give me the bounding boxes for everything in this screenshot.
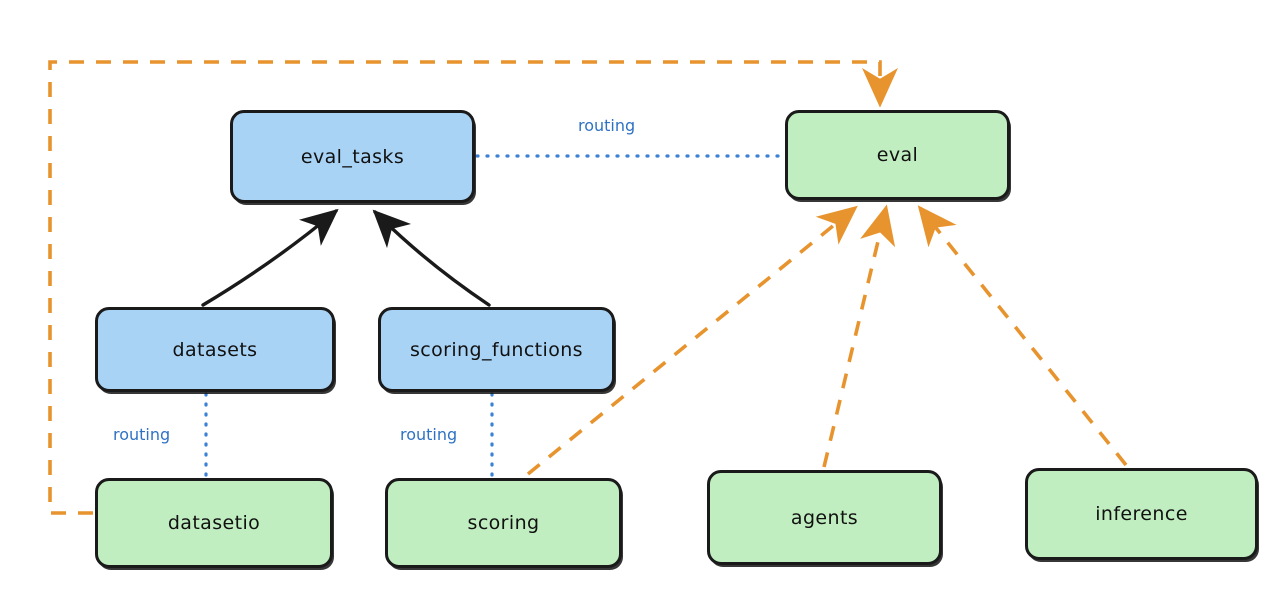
node-eval-tasks[interactable]: eval_tasks bbox=[230, 110, 475, 203]
node-agents[interactable]: agents bbox=[707, 470, 942, 565]
node-label: datasets bbox=[172, 338, 258, 361]
edge-label-routing-eval: routing bbox=[578, 116, 636, 135]
edge-label-routing-scoring: routing bbox=[400, 425, 458, 444]
edge-datasets-to-eval-tasks bbox=[201, 208, 339, 307]
node-datasetio[interactable]: datasetio bbox=[95, 478, 333, 568]
node-inference[interactable]: inference bbox=[1025, 468, 1258, 560]
node-label: scoring_functions bbox=[410, 338, 583, 361]
node-scoring-functions[interactable]: scoring_functions bbox=[378, 307, 615, 392]
node-scoring[interactable]: scoring bbox=[385, 478, 622, 568]
edge-label-routing-datasetio: routing bbox=[113, 425, 171, 444]
node-label: agents bbox=[790, 506, 859, 529]
edge-agents-to-eval bbox=[822, 204, 896, 468]
edge-scoring-to-eval bbox=[526, 205, 858, 476]
edge-datasetio-to-eval bbox=[48, 60, 898, 515]
node-label: datasetio bbox=[167, 512, 261, 534]
node-label: eval bbox=[876, 144, 919, 166]
node-datasets[interactable]: datasets bbox=[95, 307, 335, 392]
edge-inference-to-eval bbox=[917, 205, 1128, 467]
node-label: eval_tasks bbox=[300, 145, 405, 168]
edge-scoring-functions-to-eval-tasks bbox=[372, 209, 491, 307]
node-eval[interactable]: eval bbox=[785, 110, 1010, 200]
node-label: scoring bbox=[467, 512, 540, 534]
node-label: inference bbox=[1095, 503, 1188, 525]
